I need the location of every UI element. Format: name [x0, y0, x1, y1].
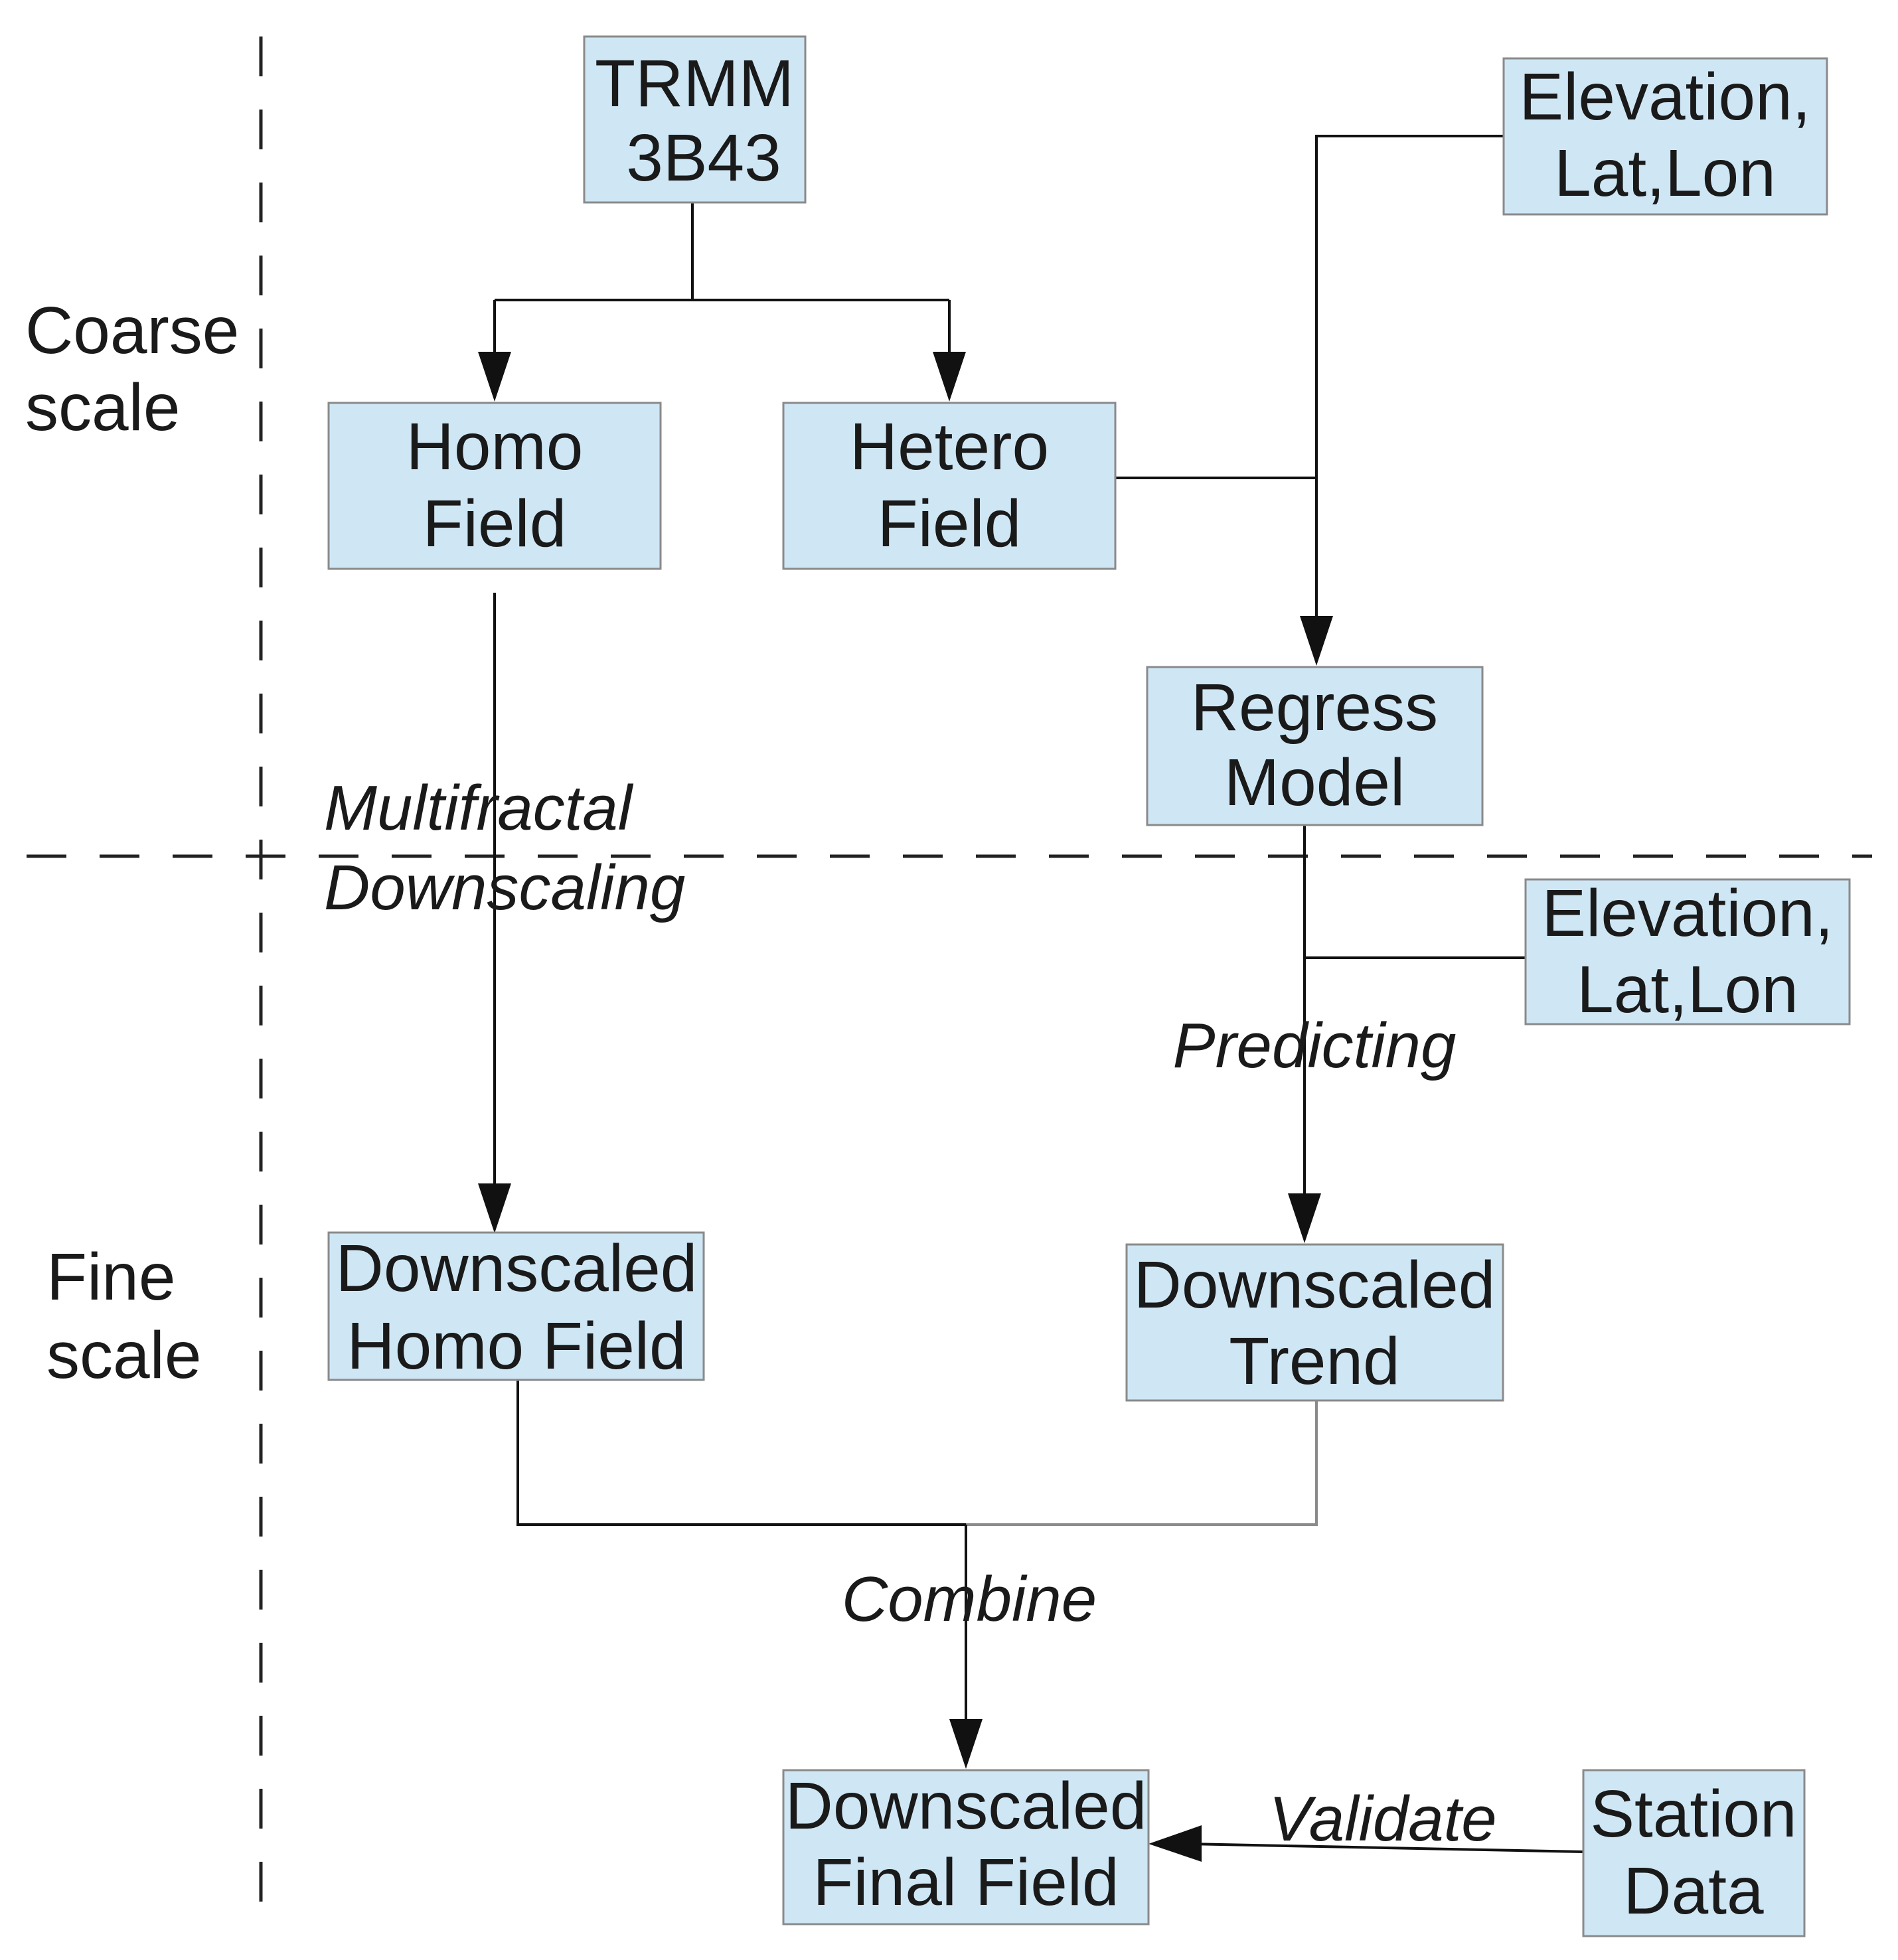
- svg-text:Multifractal: Multifractal: [324, 773, 634, 844]
- downscaled-homo-field-box: Downscaled Homo Field: [327, 1231, 705, 1383]
- coarse-scale-label: Coarse scale: [25, 293, 239, 445]
- elevation-lat-lon-box-top: Elevation, Lat,Lon: [1502, 57, 1828, 216]
- arrow-to-homo: [478, 352, 511, 402]
- fine-scale-label: Fine scale: [46, 1240, 201, 1393]
- svg-text:Fine: Fine: [46, 1240, 176, 1314]
- svg-text:Final Field: Final Field: [813, 1845, 1119, 1920]
- svg-text:Data: Data: [1623, 1854, 1764, 1928]
- arrowheads: [478, 352, 1333, 1862]
- regress-model-box: Regress Model: [1146, 666, 1484, 826]
- validate-connector: [1188, 1843, 1584, 1853]
- hetero-field-box: Hetero Field: [782, 402, 1117, 570]
- svg-text:Downscaled: Downscaled: [336, 1231, 698, 1306]
- svg-text:Homo: Homo: [406, 410, 584, 484]
- elevation-to-regress-connector: [1315, 135, 1504, 631]
- svg-text:Model: Model: [1224, 745, 1405, 820]
- svg-text:Hetero: Hetero: [850, 410, 1049, 484]
- combine-left-connector: [516, 1380, 966, 1526]
- arrow-to-hetero: [933, 352, 966, 402]
- svg-text:Downscaling: Downscaling: [324, 852, 685, 923]
- arrow-to-downscaled-homo: [478, 1183, 511, 1233]
- svg-text:Lat,Lon: Lat,Lon: [1577, 952, 1798, 1027]
- trmm-to-fields-connector: [493, 202, 951, 368]
- svg-text:Field: Field: [423, 487, 567, 561]
- svg-text:3B43: 3B43: [626, 121, 781, 195]
- svg-text:Trend: Trend: [1229, 1324, 1400, 1398]
- arrow-to-regress: [1300, 616, 1333, 666]
- svg-text:Station: Station: [1590, 1777, 1796, 1851]
- homo-field-box: Homo Field: [327, 402, 662, 570]
- arrow-to-downscaled-trend: [1288, 1193, 1321, 1243]
- svg-text:Elevation,: Elevation,: [1542, 876, 1833, 950]
- downscaled-trend-box: Downscaled Trend: [1125, 1243, 1504, 1402]
- svg-text:Field: Field: [878, 487, 1022, 561]
- svg-text:scale: scale: [25, 370, 180, 445]
- svg-text:TRMM: TRMM: [595, 46, 794, 121]
- svg-text:Homo Field: Homo Field: [347, 1309, 686, 1383]
- arrow-to-downscaled-final: [949, 1719, 983, 1769]
- predicting-label: Predicting: [1173, 1010, 1457, 1081]
- station-data-box: Station Data: [1582, 1769, 1806, 1937]
- svg-text:Lat,Lon: Lat,Lon: [1554, 136, 1776, 210]
- svg-text:Regress: Regress: [1191, 670, 1438, 745]
- svg-text:Downscaled: Downscaled: [1134, 1248, 1496, 1322]
- svg-text:scale: scale: [46, 1318, 201, 1393]
- elevation-lat-lon-box-bottom: Elevation, Lat,Lon: [1524, 876, 1851, 1027]
- combine-label: Combine: [842, 1564, 1097, 1635]
- svg-text:Elevation,: Elevation,: [1519, 60, 1810, 134]
- trmm-3b43-box: TRMM 3B43: [583, 35, 807, 204]
- svg-text:Coarse: Coarse: [25, 293, 239, 368]
- downscaled-final-field-box: Downscaled Final Field: [782, 1769, 1150, 1925]
- svg-text:Downscaled: Downscaled: [785, 1769, 1147, 1843]
- validate-label: Validate: [1269, 1783, 1496, 1854]
- arrow-validate: [1148, 1825, 1202, 1862]
- combine-right-connector: [966, 1400, 1318, 1526]
- connectors: [493, 135, 1584, 1853]
- multifractal-downscaling-label: Multifractal Downscaling: [324, 773, 685, 923]
